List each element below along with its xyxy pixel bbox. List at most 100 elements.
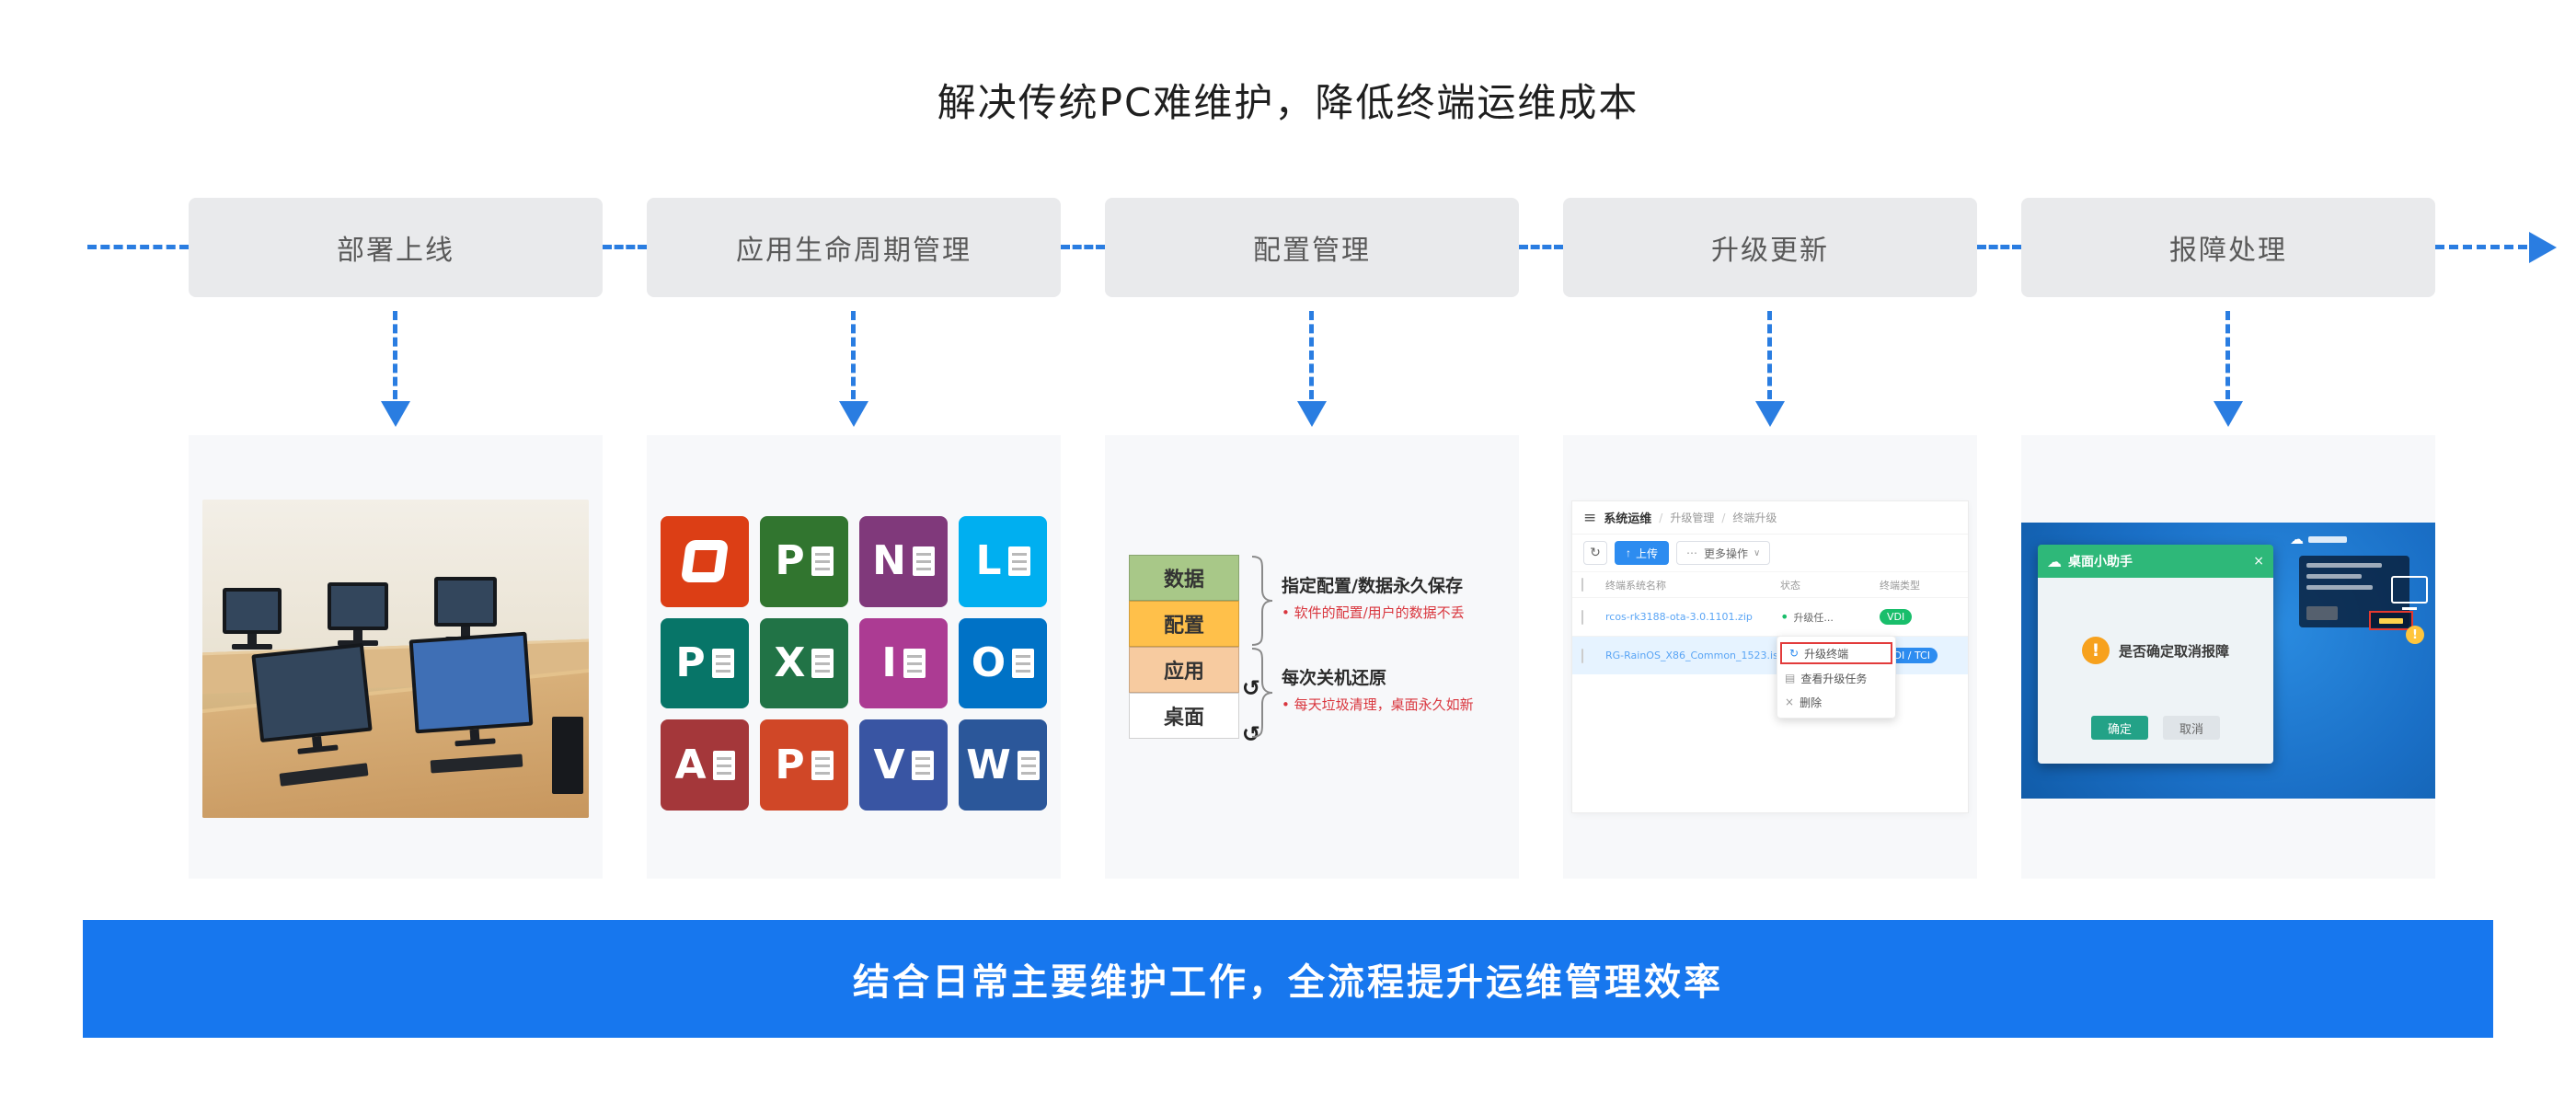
- flow-dash-3-4: [1519, 245, 1563, 249]
- annotation-persist: 指定配置/数据永久保存 • 软件的配置/用户的数据不丢: [1282, 575, 1502, 622]
- refresh-icon: ↻: [1590, 546, 1601, 560]
- more-label: 更多操作: [1704, 546, 1749, 560]
- word-icon: W: [959, 719, 1047, 811]
- outlook-icon: O: [959, 617, 1047, 709]
- down-arrow-4: [1767, 311, 1772, 399]
- table-row[interactable]: rcos-rk3188-ota-3.0.1101.zip •升级任... VDI: [1572, 597, 1968, 636]
- layer-app: 应用 ↺: [1129, 647, 1260, 701]
- upload-label: 上传: [1636, 546, 1659, 560]
- cancel-button[interactable]: 取消: [2163, 716, 2220, 740]
- logo-text-bar: [2308, 535, 2347, 543]
- annotation-bullet: • 软件的配置/用户的数据不丢: [1282, 604, 1465, 621]
- restore-arrow-icon: ↺: [1241, 675, 1260, 701]
- monitor: [251, 642, 373, 743]
- layer-data: 数据: [1129, 555, 1239, 601]
- alarm-bell-icon: !: [2406, 626, 2424, 644]
- button-text-bar: [2379, 617, 2403, 624]
- column-status: 状态: [1780, 579, 1800, 592]
- column-name: 终端系统名称: [1605, 579, 1666, 592]
- step-box-fault: 报障处理: [2021, 198, 2435, 297]
- document-page-glyph: [1007, 546, 1030, 577]
- menu-item-label: 升级终端: [1804, 647, 1849, 661]
- monitor-outline-icon: [2391, 576, 2428, 604]
- menu-item-delete[interactable]: × 删除: [1777, 690, 1895, 714]
- office-logo-icon: [661, 516, 749, 607]
- step-label: 报障处理: [2169, 235, 2287, 267]
- card-fault: ☁ 桌面小助手 × ! 是否确定取消报障 确定 取消 ☁: [2021, 435, 2435, 879]
- document-page-glyph: [711, 648, 734, 678]
- app-letter: P: [675, 638, 706, 686]
- document-page-glyph: [911, 750, 934, 780]
- table-row[interactable]: RG-RainOS_X86_Common_1523.iso VDI / TCI: [1572, 636, 1968, 674]
- refresh-button[interactable]: ↻: [1583, 541, 1607, 565]
- down-arrow-5: [2225, 311, 2230, 399]
- flow-arrowhead-right-icon: [2529, 232, 2557, 263]
- row-checkbox[interactable]: [1581, 648, 1583, 663]
- step-box-app-lifecycle: 应用生命周期管理: [647, 198, 1061, 297]
- document-page-glyph: [912, 546, 935, 577]
- hud-text-bar: [2306, 563, 2382, 568]
- chevron-down-icon: ∨: [1754, 547, 1761, 558]
- document-page-glyph: [811, 546, 834, 577]
- access-icon: A: [661, 719, 749, 811]
- app-letter: L: [975, 537, 1002, 585]
- assistant-message: 是否确定取消报障: [2118, 642, 2229, 660]
- flow-dash-2-3: [1061, 245, 1105, 249]
- layer-label: 应用: [1163, 661, 1204, 684]
- delete-icon: ×: [1785, 696, 1795, 708]
- document-page-glyph: [811, 750, 834, 780]
- app-letter: P: [775, 741, 805, 788]
- assistant-screenshot: ☁ 桌面小助手 × ! 是否确定取消报障 确定 取消 ☁: [2021, 523, 2435, 799]
- confirm-button[interactable]: 确定: [2091, 716, 2148, 740]
- flow-dash-left: [87, 245, 189, 249]
- hud-text-bar: [2306, 585, 2373, 590]
- report-fault-button-highlighted[interactable]: [2369, 611, 2413, 630]
- document-page-glyph: [1012, 648, 1035, 678]
- flow-dash-4-5: [1977, 245, 2021, 249]
- more-dots-icon: ⋯: [1686, 546, 1699, 559]
- system-name-link[interactable]: RG-RainOS_X86_Common_1523.iso: [1605, 650, 1780, 661]
- hud-text-bar: [2306, 574, 2362, 579]
- upload-icon: ↑: [1626, 546, 1631, 559]
- hamburger-icon[interactable]: ≡: [1583, 508, 1597, 527]
- system-name-link[interactable]: rcos-rk3188-ota-3.0.1101.zip: [1605, 611, 1753, 623]
- office-suite-grid: P N L P X I O A P V W: [661, 516, 1047, 811]
- warning-icon: !: [2081, 637, 2110, 664]
- row-actions-menu: ↻ 升级终端 ▤ 查看升级任务 × 删除: [1777, 636, 1896, 719]
- app-letter: V: [873, 741, 905, 788]
- annotation-title: 指定配置/数据永久保存: [1282, 576, 1463, 596]
- cloud-logo: ☁: [2290, 531, 2347, 547]
- menu-item-view-tasks[interactable]: ▤ 查看升级任务: [1777, 666, 1895, 690]
- bottom-banner: 结合日常主要维护工作，全流程提升运维管理效率: [83, 920, 2493, 1038]
- select-all-checkbox[interactable]: [1581, 578, 1583, 592]
- app-letter: X: [774, 638, 806, 686]
- powerpoint-icon: P: [760, 719, 848, 811]
- breadcrumb-section[interactable]: 升级管理: [1670, 512, 1715, 524]
- annotation-bullet: • 每天垃圾清理，桌面永久如新: [1282, 696, 1474, 713]
- console-toolbar: ↻ ↑ 上传 ⋯ 更多操作 ∨: [1572, 535, 1968, 571]
- card-upgrade: ≡ 系统运维 / 升级管理 / 终端升级 ↻ ↑ 上传 ⋯ 更多操作 ∨: [1563, 435, 1977, 879]
- annotation-restore: 每次关机还原 • 每天垃圾清理，桌面永久如新: [1282, 667, 1502, 714]
- annotation-title: 每次关机还原: [1282, 668, 1387, 688]
- hud-button[interactable]: [2306, 606, 2338, 620]
- upgrade-icon: ↻: [1789, 647, 1800, 660]
- monitor: [408, 631, 534, 734]
- excel-icon: X: [760, 617, 848, 709]
- menu-item-upgrade-terminal[interactable]: ↻ 升级终端: [1780, 642, 1892, 664]
- assistant-dialog: ☁ 桌面小助手 × ! 是否确定取消报障 确定 取消: [2038, 545, 2273, 764]
- breadcrumb-root[interactable]: 系统运维: [1604, 512, 1652, 526]
- step-label: 升级更新: [1711, 235, 1829, 267]
- close-icon[interactable]: ×: [2253, 554, 2264, 569]
- office-ring-glyph: [680, 540, 730, 583]
- layer-label: 桌面: [1163, 707, 1204, 730]
- pc-tower: [552, 717, 583, 794]
- monitor: [434, 577, 497, 627]
- more-actions-button[interactable]: ⋯ 更多操作 ∨: [1676, 541, 1771, 565]
- classroom-photo: [202, 500, 589, 818]
- down-arrowhead-1-icon: [381, 401, 410, 427]
- app-letter: P: [775, 537, 805, 585]
- upload-button[interactable]: ↑ 上传: [1615, 541, 1670, 565]
- down-arrow-1: [393, 311, 397, 399]
- row-checkbox[interactable]: [1581, 609, 1583, 625]
